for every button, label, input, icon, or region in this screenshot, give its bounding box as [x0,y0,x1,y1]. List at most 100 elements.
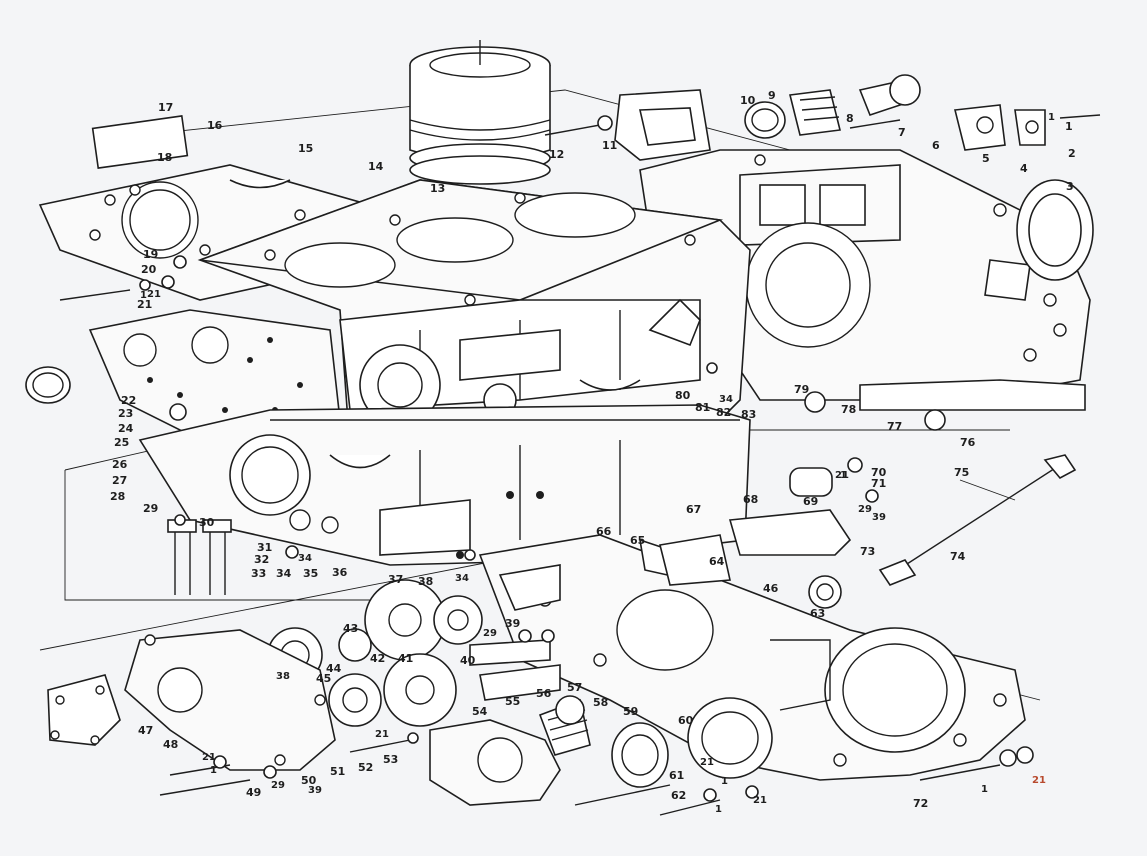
part-label-47: 47 [138,724,153,737]
part-label-repeat-1: 1 [140,290,147,301]
part-label-82: 82 [716,406,731,419]
part-label-46: 46 [763,582,779,595]
part-label-39: 39 [505,617,520,630]
part-label-57: 57 [567,681,582,694]
part-label-5: 5 [982,152,990,165]
part-label-repeat-21: 21 [835,470,849,481]
part-label-72: 72 [913,797,928,810]
part-label-23: 23 [118,407,133,420]
part-label-34: 34 [276,567,292,580]
part-label-48: 48 [163,738,178,751]
part-label-80: 80 [675,389,691,402]
flywheel-housing [639,149,1094,411]
part-label-14: 14 [368,160,384,173]
part-label-40: 40 [460,654,476,667]
part-label-77: 77 [887,420,902,433]
timing-cover-housing [478,534,1026,781]
part-label-repeat-1: 1 [1048,112,1055,123]
part-label-59: 59 [623,705,638,718]
part-label-10: 10 [740,94,756,107]
part-label-11: 11 [602,139,617,152]
part-label-repeat-39: 39 [308,785,322,796]
part-label-repeat-21: 21 [700,757,714,768]
part-label-2: 2 [1068,147,1076,160]
part-label-repeat-1: 1 [715,804,722,815]
part-label-repeat-21: 21 [147,289,161,300]
small-parts [25,74,1101,816]
part-label-repeat-21: 21 [375,729,389,740]
part-label-9: 9 [768,89,776,102]
part-label-61: 61 [669,769,684,782]
part-label-45: 45 [316,672,331,685]
gear-train [267,579,561,727]
part-label-repeat-34: 34 [298,553,312,564]
part-label-52: 52 [358,761,373,774]
part-label-20: 20 [141,263,157,276]
part-label-repeat-1: 1 [210,765,217,776]
part-label-55: 55 [505,695,520,708]
part-label-60: 60 [678,714,694,727]
part-label-36: 36 [332,566,348,579]
part-label-3: 3 [1066,180,1074,193]
cylinder-liner [409,40,551,185]
part-label-53: 53 [383,753,398,766]
part-label-4: 4 [1020,162,1028,175]
part-label-68: 68 [743,493,758,506]
part-label-51: 51 [330,765,345,778]
part-label-21: 21 [137,298,152,311]
part-label-25: 25 [114,436,129,449]
part-label-78: 78 [841,403,856,416]
part-label-repeat-39: 39 [872,512,886,523]
part-label-31: 31 [257,541,272,554]
part-label-79: 79 [794,383,809,396]
part-label-62: 62 [671,789,686,802]
part-label-repeat-38: 38 [276,671,290,682]
part-label-6: 6 [932,139,940,152]
part-label-19: 19 [143,248,158,261]
part-label-1: 1 [1065,120,1073,133]
part-label-73: 73 [860,545,875,558]
part-label-24: 24 [118,422,134,435]
part-label-repeat-1: 1 [840,470,847,481]
part-label-repeat-34: 34 [455,573,469,584]
part-label-35: 35 [303,567,318,580]
part-label-13: 13 [430,182,445,195]
part-label-66: 66 [596,525,612,538]
part-label-28: 28 [110,490,125,503]
front-cover-left [47,629,336,771]
part-label-83: 83 [741,408,756,421]
part-label-56: 56 [536,687,552,700]
part-label-30: 30 [199,516,215,529]
part-label-58: 58 [593,696,608,709]
part-label-repeat-21: 21 [753,795,767,806]
part-label-15: 15 [298,142,313,155]
part-label-49: 49 [246,786,261,799]
part-number-labels: 1234567891011121314151617181920212223242… [110,89,1076,815]
part-label-75: 75 [954,466,969,479]
part-label-27: 27 [112,474,127,487]
pump-housing [429,695,591,806]
part-label-22: 22 [121,394,136,407]
part-label-74: 74 [950,550,966,563]
part-label-repeat-21: 21 [202,752,216,763]
part-label-76: 76 [960,436,976,449]
part-label-repeat-1: 1 [981,784,988,795]
part-label-65: 65 [630,534,645,547]
part-label-44: 44 [326,662,342,675]
cylinder-block [197,179,751,471]
part-label-43: 43 [343,622,358,635]
part-label-67: 67 [686,503,701,516]
part-label-26: 26 [112,458,128,471]
part-label-54: 54 [472,705,488,718]
part-label-37: 37 [388,573,403,586]
part-label-repeat-29: 29 [858,504,872,515]
part-label-69: 69 [803,495,818,508]
part-label-repeat-29: 29 [271,780,285,791]
part-label-12: 12 [549,148,564,161]
part-label-repeat-34: 34 [719,394,733,405]
part-label-33: 33 [251,567,266,580]
part-label-16: 16 [207,119,223,132]
part-label-70: 70 [871,466,887,479]
